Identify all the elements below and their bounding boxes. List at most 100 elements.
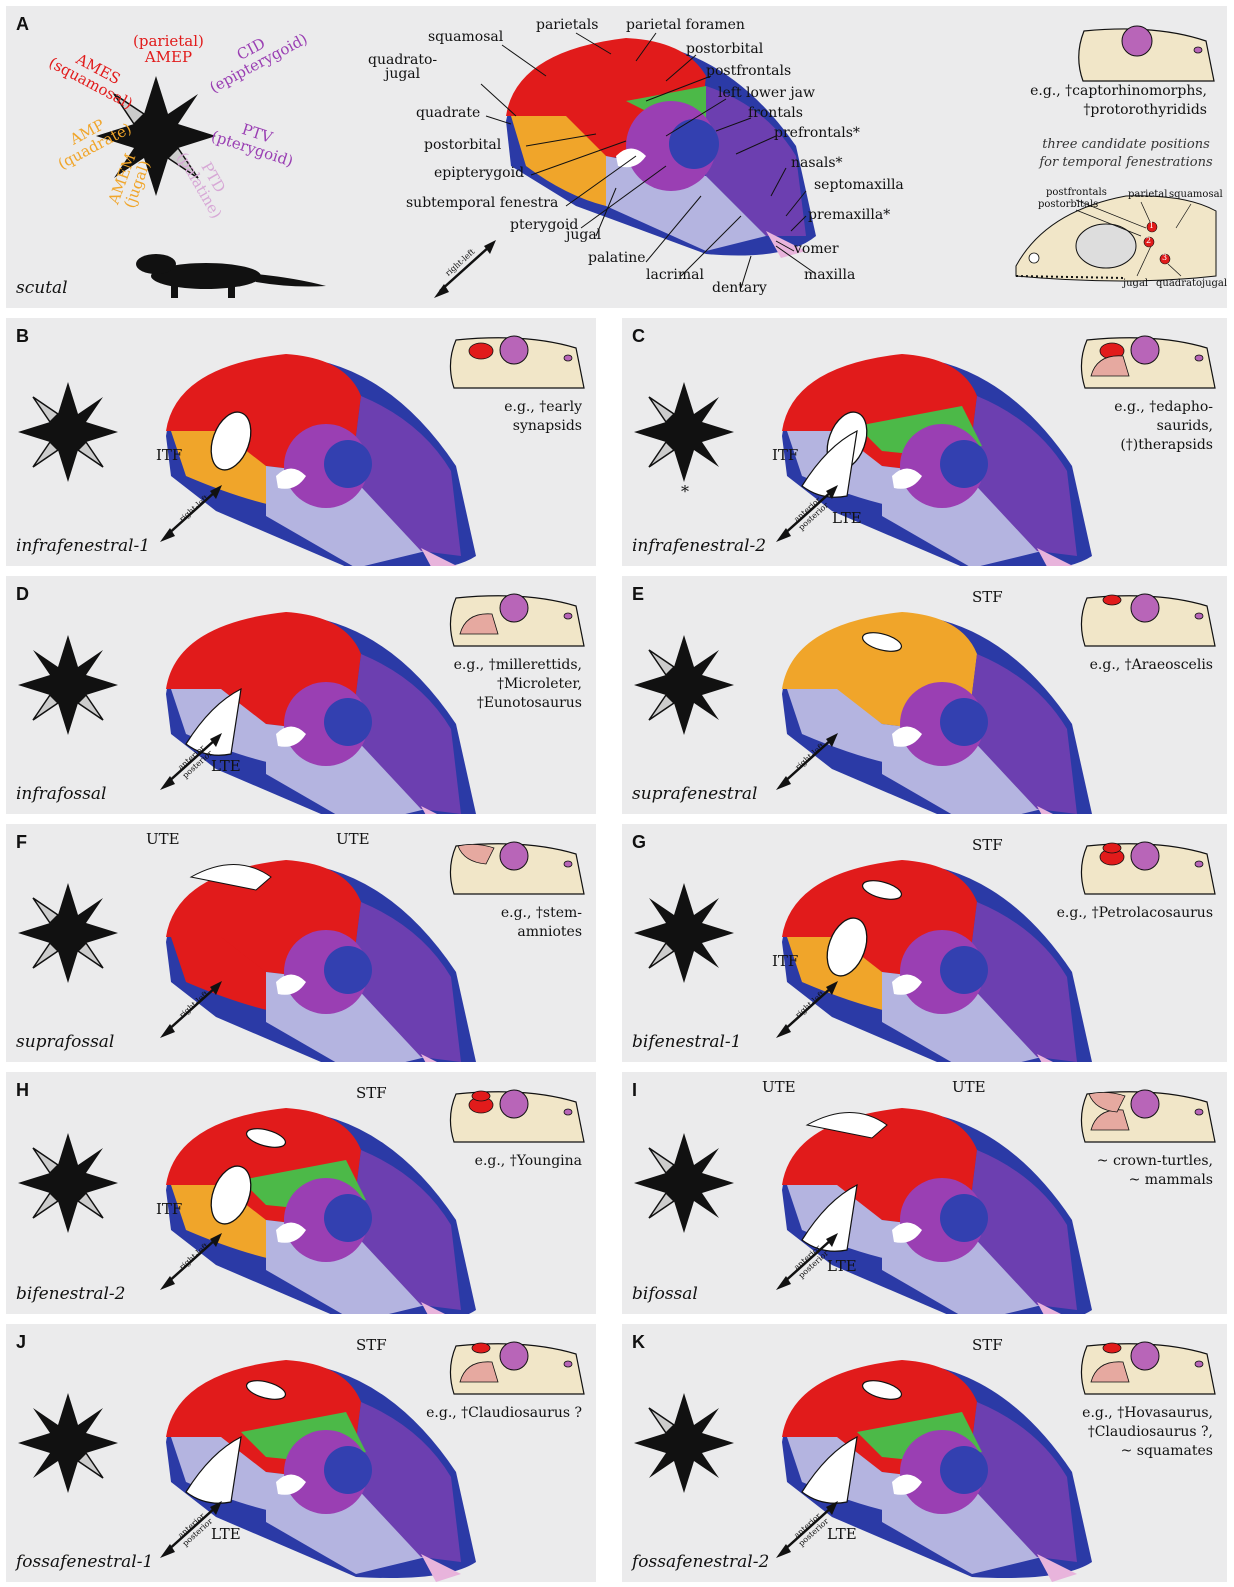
star-icon: [18, 635, 118, 735]
fenestra-label-itf: ITF: [156, 448, 182, 463]
fenestra-label-lte: LTE: [827, 1527, 857, 1542]
panel-i-name: bifossal: [632, 1284, 698, 1304]
inset-skull-icon: [1081, 842, 1215, 894]
panel-b-graphics: [6, 318, 596, 566]
inset-skull-icon: [1081, 594, 1215, 646]
fenestra-label-ute: UTE: [762, 1080, 796, 1095]
panel-i: Ibifossal~ crown-turtles, ~ mammalsanter…: [622, 1072, 1227, 1314]
skull-illustration: [782, 612, 1092, 814]
label-postorbital-top: postorbital: [686, 42, 763, 56]
inset-skull-icon: [1081, 1090, 1215, 1142]
label-nasals: nasals*: [791, 156, 843, 170]
fenestra-label-ute: UTE: [336, 832, 370, 847]
inset-skull-icon: [450, 594, 584, 646]
star-icon: [18, 1133, 118, 1233]
label-quadrate: quadrate: [416, 106, 480, 120]
skull-illustration: [166, 612, 476, 814]
label-vomer: vomer: [794, 242, 839, 256]
panel-j-name: fossafenestral-1: [16, 1552, 153, 1572]
star-icon: [634, 382, 734, 482]
lizard-silhouette-icon: [136, 254, 326, 298]
label-postfrontals: postfrontals: [706, 64, 791, 78]
panel-j: Jfossafenestral-1e.g., †Claudiosaurus ?a…: [6, 1324, 596, 1582]
label-postorbital: postorbital: [424, 138, 501, 152]
panel-j-graphics: [6, 1324, 596, 1582]
skull-illustration: [166, 1108, 476, 1314]
panel-i-letter: I: [632, 1080, 637, 1101]
inset-skull-icon: [1079, 26, 1214, 81]
panel-h-letter: H: [16, 1080, 29, 1101]
panel-a-name: scutal: [16, 278, 68, 298]
fenestra-label-itf: ITF: [156, 1202, 182, 1217]
label-lacrimal: lacrimal: [646, 268, 704, 282]
panel-f-letter: F: [16, 832, 27, 853]
inset-skull-icon: [450, 1342, 584, 1394]
panel-b: Binfrafenestral-1e.g., †early synapsidsr…: [6, 318, 596, 566]
orientation-arrow: [434, 240, 496, 298]
label-dentary: dentary: [712, 281, 767, 295]
candidate-title: three candidate positions for temporal f…: [1036, 136, 1216, 172]
panel-e-letter: E: [632, 584, 644, 605]
skull-illustration: [782, 1108, 1092, 1314]
panel-g: Gbifenestral-1e.g., †Petrolacosaurusrigh…: [622, 824, 1227, 1062]
panel-g-graphics: [622, 824, 1227, 1062]
star-icon: [634, 883, 734, 983]
panel-h-name: bifenestral-2: [16, 1284, 126, 1304]
panel-f-name: suprafossal: [16, 1032, 114, 1052]
panel-h-graphics: [6, 1072, 596, 1314]
fenestra-label-stf: STF: [972, 1338, 1003, 1353]
fenestra-label-itf: ITF: [772, 954, 798, 969]
fenestra-label-stf: STF: [356, 1086, 387, 1101]
label-premaxilla: premaxilla*: [808, 208, 890, 222]
fenestra-label-lte: LTE: [211, 759, 241, 774]
panel-e: Esuprafenestrale.g., †Araeoscelisright-l…: [622, 576, 1227, 814]
panel-c: Cinfrafenestral-2e.g., †edapho- saurids,…: [622, 318, 1227, 566]
label-parietals: parietals: [536, 18, 598, 32]
panel-b-name: infrafenestral-1: [16, 536, 150, 556]
label-subtemporal-fenestra: subtemporal fenestra: [406, 196, 558, 210]
example-taxa: e.g., †Claudiosaurus ?: [426, 1404, 582, 1423]
skull-illustration: [782, 1360, 1092, 1582]
label-maxilla: maxilla: [804, 268, 855, 282]
example-taxa: ~ crown-turtles, ~ mammals: [1097, 1152, 1213, 1190]
panel-k-letter: K: [632, 1332, 645, 1353]
fenestra-label-stf: STF: [972, 590, 1003, 605]
star-icon: [634, 1393, 734, 1493]
panel-i-graphics: [622, 1072, 1227, 1314]
panel-d-letter: D: [16, 584, 29, 605]
label-frontals: frontals: [748, 106, 803, 120]
label-septomaxilla: septomaxilla: [814, 178, 904, 192]
panel-g-letter: G: [632, 832, 646, 853]
cand-number-3: 3: [1162, 253, 1167, 262]
fenestra-label-ute: UTE: [952, 1080, 986, 1095]
label-epipterygoid: epipterygoid: [434, 166, 524, 180]
skull-illustration: [782, 354, 1092, 566]
fenestra-label-lte: LTE: [832, 511, 862, 526]
fenestra-label-stf: STF: [356, 1338, 387, 1353]
skull-illustration: [166, 1360, 476, 1582]
panel-f: Fsuprafossale.g., †stem- amniotesright-l…: [6, 824, 596, 1062]
star-asterisk: *: [681, 484, 689, 500]
example-taxa: e.g., †captorhinomorphs, †protorothyridi…: [1030, 82, 1207, 120]
example-taxa: e.g., †Araeoscelis: [1090, 656, 1213, 675]
label-prefrontals: prefrontals*: [774, 126, 860, 140]
example-taxa: e.g., †Youngina: [475, 1152, 582, 1171]
panel-c-letter: C: [632, 326, 645, 347]
star-icon: [18, 883, 118, 983]
panel-a: A scutal AMES (squamosal) (parietal) AME…: [6, 6, 1227, 308]
label-palatine: palatine: [588, 251, 646, 265]
cand-label-quadratojugal: quadratojugal: [1156, 278, 1227, 289]
cand-label-squamosal: squamosal: [1169, 189, 1223, 200]
star-label-amep: (parietal) AMEP: [133, 34, 204, 66]
example-taxa: e.g., †early synapsids: [504, 398, 582, 436]
star-icon: [18, 1393, 118, 1493]
panel-k-name: fossafenestral-2: [632, 1552, 769, 1572]
panel-d: Dinfrafossale.g., †millerettids, †Microl…: [6, 576, 596, 814]
cand-label-parietal: parietal: [1128, 189, 1167, 200]
cand-number-1: 1: [1149, 221, 1154, 230]
example-taxa: e.g., †stem- amniotes: [501, 904, 582, 942]
panel-e-graphics: [622, 576, 1227, 814]
label-squamosal: squamosal: [428, 30, 503, 44]
label-left-lower-jaw: left lower jaw: [718, 86, 815, 100]
skull-illustration: [166, 860, 476, 1062]
